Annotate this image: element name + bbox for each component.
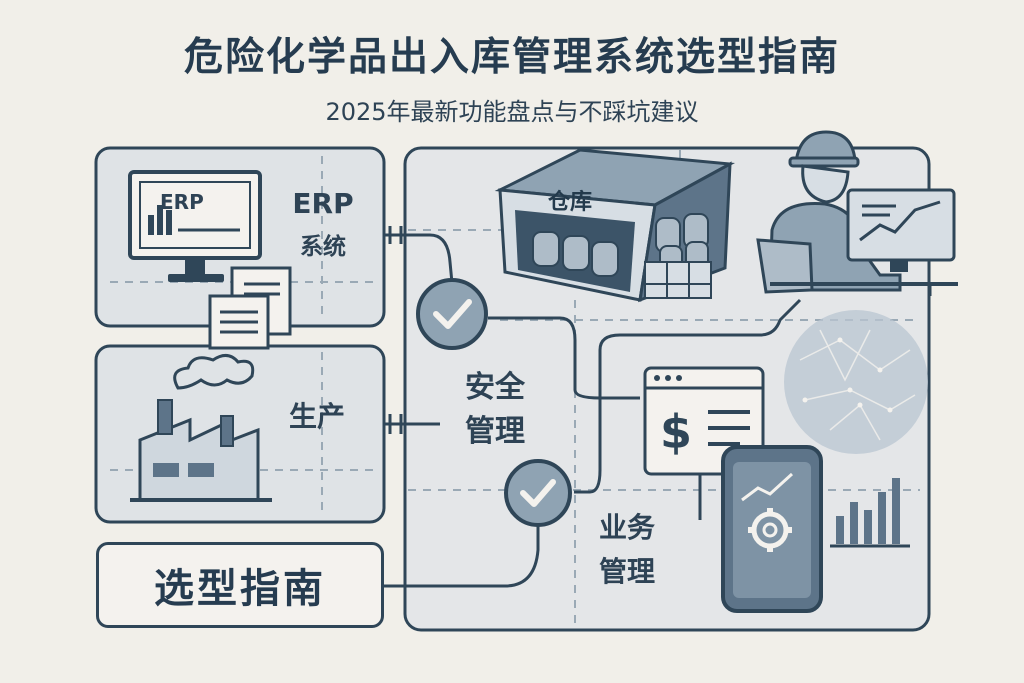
erp-system-label: 系统 — [300, 234, 346, 260]
smartphone-icon — [721, 445, 823, 613]
business-line2: 管理 — [598, 555, 655, 588]
documents-icon — [208, 266, 292, 350]
erp-label: ERP — [292, 187, 354, 220]
business-management-label: 业务 管理 — [582, 506, 672, 594]
safety-line2: 管理 — [465, 414, 525, 449]
safety-line1: 安全 — [465, 370, 525, 405]
worker-icon — [756, 130, 958, 296]
factory-icon — [130, 354, 272, 502]
selection-guide-box: 选型指南 — [96, 542, 384, 628]
globe-network-icon — [784, 310, 928, 454]
business-line1: 业务 — [598, 511, 655, 544]
connectors — [384, 226, 802, 588]
check-icon — [416, 278, 488, 350]
safety-management-label: 安全 管理 — [440, 366, 550, 454]
bar-chart-icon — [830, 478, 910, 548]
warehouse-label: 仓库 — [547, 190, 592, 215]
page-subtitle: 2025年最新功能盘点与不踩坑建议 — [325, 98, 699, 126]
erp-screen-label: ERP — [160, 190, 204, 214]
check-icon-2 — [504, 459, 572, 527]
page-title: 危险化学品出入库管理系统选型指南 — [183, 35, 840, 80]
warehouse-icon — [494, 148, 736, 303]
production-label: 生产 — [288, 400, 345, 433]
svg-text:$: $ — [660, 405, 692, 459]
computer-icon — [128, 170, 262, 282]
